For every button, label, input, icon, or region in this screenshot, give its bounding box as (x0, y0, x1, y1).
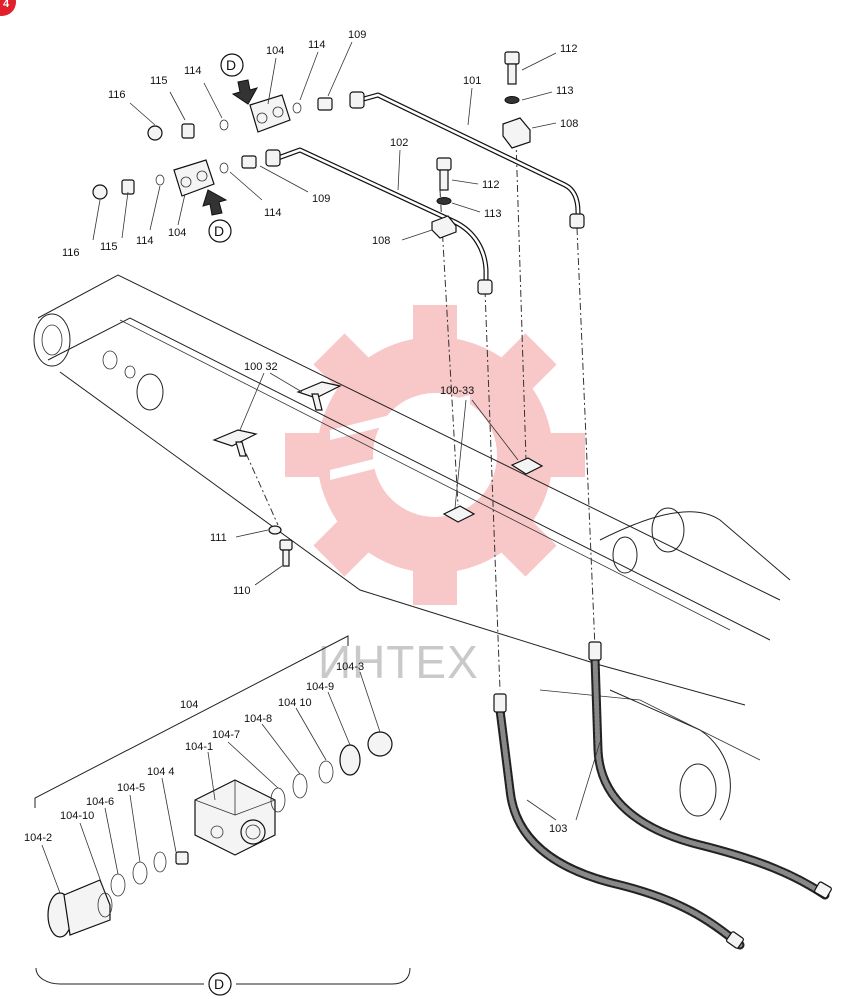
label-112: 112 (482, 179, 500, 191)
pipe-102 (265, 147, 493, 295)
page-badge: 4 (0, 0, 16, 16)
center-lines (239, 139, 596, 691)
label-104-main: 104 (180, 699, 198, 711)
label-104-6: 104-6 (86, 796, 114, 808)
watermark-gear-icon (285, 305, 585, 605)
detail-marker-d-lower: D (208, 219, 232, 243)
label-104-10: 104-10 (60, 810, 94, 822)
bracket-100-33 (442, 457, 544, 523)
leader-lines (41, 41, 601, 894)
label-104-4: 104 4 (147, 766, 175, 778)
clamp-108 (502, 117, 531, 149)
label-104-9: 104-9 (306, 681, 334, 693)
svg-text:D: D (226, 57, 236, 73)
label-109: 109 (348, 29, 366, 41)
label-114: 114 (264, 207, 282, 219)
label-104-7: 104-7 (212, 729, 240, 741)
label-102: 102 (390, 137, 408, 149)
label-115: 115 (100, 241, 118, 253)
label-103: 103 (549, 823, 567, 835)
label-108: 108 (560, 118, 578, 130)
watermark-text: ИНТЕХ (318, 636, 479, 688)
label-104-1: 104-1 (185, 741, 213, 753)
label-104: 104 (168, 227, 186, 239)
label-104-2: 104-2 (24, 832, 52, 844)
label-110: 110 (233, 585, 251, 597)
label-113: 113 (556, 85, 574, 97)
bolt-112 (504, 51, 520, 104)
hose-103 (493, 641, 832, 950)
boom (33, 274, 791, 821)
fitting-set-lower (92, 155, 257, 200)
bolt-110 (279, 539, 293, 567)
label-100-32: 100 32 (244, 361, 278, 373)
label-111: 111 (210, 532, 227, 544)
detail-marker-d-upper: D (220, 53, 244, 77)
bracket-100-32 (212, 381, 342, 457)
label-114: 114 (184, 65, 202, 77)
label-104-3: 104-3 (336, 661, 364, 673)
label-104-5: 104-5 (117, 782, 145, 794)
label-104: 104 (266, 45, 284, 57)
label-114: 114 (136, 235, 154, 247)
detail-d-assembly: D (34, 635, 411, 996)
part-labels: 116 115 114 104 114 109 116 115 114 104 … (24, 29, 578, 844)
label-104-10: 104 10 (278, 697, 312, 709)
fitting-set-upper (147, 94, 333, 141)
bolt-112-lower (436, 157, 452, 205)
arrow-up-icon (202, 189, 228, 216)
label-112: 112 (560, 43, 578, 55)
washer-111 (268, 525, 282, 535)
detail-caption-marker: D (214, 976, 224, 992)
label-116: 116 (62, 247, 80, 259)
label-101: 101 (463, 75, 481, 87)
pipe-101 (349, 91, 585, 229)
label-113: 113 (484, 208, 502, 220)
label-109: 109 (312, 193, 330, 205)
label-115: 115 (150, 75, 168, 87)
label-100-33: 100-33 (440, 385, 474, 397)
arrow-down-icon (231, 79, 259, 105)
label-116: 116 (108, 89, 126, 101)
svg-text:D: D (214, 223, 224, 239)
label-104-8: 104-8 (244, 713, 272, 725)
label-108: 108 (372, 235, 390, 247)
label-114: 114 (308, 39, 326, 51)
svg-text:4: 4 (3, 0, 10, 10)
